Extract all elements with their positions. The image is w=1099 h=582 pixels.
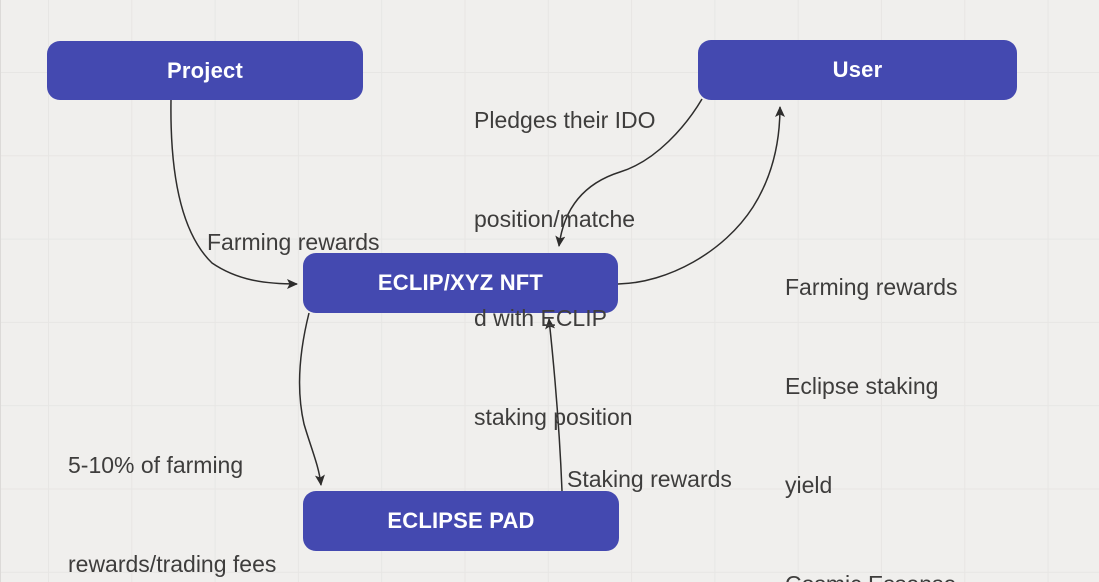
- edge-label-farming-rewards-left: Farming rewards: [207, 229, 380, 255]
- edge-label-rewards-right: Farming rewards Eclipse staking yield Co…: [785, 274, 958, 582]
- node-eclip-xyz-nft[interactable]: ECLIP/XYZ NFT: [303, 253, 618, 313]
- edge-label-pledges: Pledges their IDO position/matche d with…: [474, 107, 656, 430]
- edge-user-to-nft: [555, 98, 703, 247]
- node-project[interactable]: Project: [47, 41, 363, 100]
- node-eclipse-pad[interactable]: ECLIPSE PAD: [303, 491, 619, 551]
- edge-label-fees: 5-10% of farming rewards/trading fees: [68, 452, 277, 577]
- node-user[interactable]: User: [698, 40, 1017, 100]
- canvas-left-edge: [0, 0, 1, 582]
- edge-label-staking-rewards: Staking rewards: [567, 466, 732, 492]
- edge-nft-to-user: [617, 106, 785, 285]
- edge-pad-to-nft: [545, 318, 563, 492]
- edge-nft-to-pad: [298, 312, 325, 486]
- node-eclip-xyz-nft-label: ECLIP/XYZ NFT: [377, 270, 544, 295]
- node-project-label: Project: [167, 57, 243, 83]
- edge-project-to-nft: [170, 99, 298, 289]
- node-eclipse-pad-label: ECLIPSE PAD: [387, 508, 535, 533]
- node-user-label: User: [832, 57, 883, 82]
